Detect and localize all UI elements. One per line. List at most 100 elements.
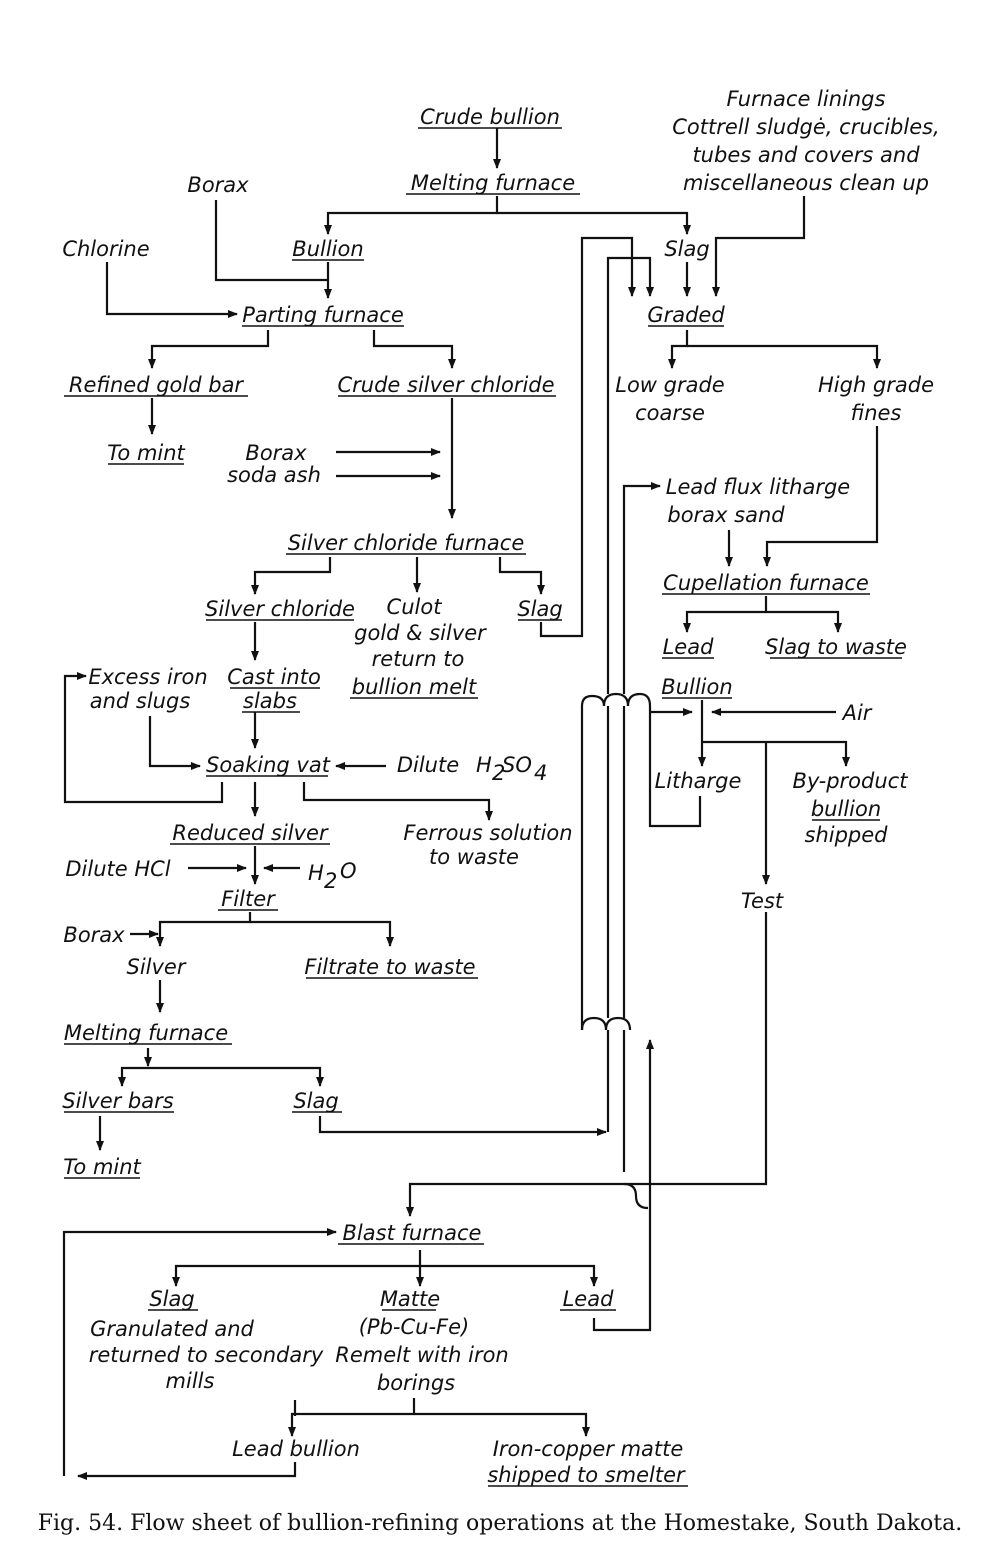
node-lead-blast: Lead <box>563 1287 614 1311</box>
node-h2so4-4: 4 <box>534 761 547 785</box>
node-ferrous-1: Ferrous solution <box>403 821 572 845</box>
node-blast-furnace: Blast furnace <box>343 1221 482 1245</box>
node-slag-blast-3: returned to secondary <box>89 1343 324 1367</box>
node-iron-copper-1: Iron-copper matte <box>493 1437 684 1461</box>
arrow-leadbullion-loop <box>78 1400 297 1476</box>
node-culot-3: return to <box>372 647 465 671</box>
arrow-parting-to-gold <box>148 330 270 369</box>
labels: Crude bullion Melting furnace Furnace li… <box>62 87 939 1487</box>
node-cupel-furnace: Cupellation furnace <box>663 571 869 595</box>
node-soaking-vat: Soaking vat <box>206 753 331 777</box>
node-test: Test <box>741 889 784 913</box>
node-borax-low: Borax <box>63 923 125 947</box>
node-culot-2: gold & silver <box>354 621 487 645</box>
hop-2 <box>602 692 630 707</box>
node-excess-iron-2: and slugs <box>90 689 191 713</box>
node-filtrate: Filtrate to waste <box>304 955 475 979</box>
node-h2so4-h: H <box>476 753 492 777</box>
node-air: Air <box>841 701 873 725</box>
node-borax-soda-2: soda ash <box>227 463 321 487</box>
arrow-blast-split <box>172 1250 422 1287</box>
node-slag-top: Slag <box>664 237 709 261</box>
arrow-cupel-split <box>683 596 768 633</box>
node-refined-gold: Refined gold bar <box>69 373 245 397</box>
arrow-furnace-to-slag <box>498 557 545 595</box>
arrow-slag-return <box>318 1116 607 1136</box>
hop-5 <box>604 1016 632 1031</box>
node-matte-1: Matte <box>380 1287 440 1311</box>
arrow-blast-to-lead <box>420 1264 598 1287</box>
node-silver-chloride: Silver chloride <box>205 597 355 621</box>
node-litharge: Litharge <box>655 769 742 793</box>
loop-lowslag-to-graded <box>606 256 650 1132</box>
bypass-right <box>648 706 702 828</box>
node-parting-furnace: Parting furnace <box>242 303 404 327</box>
node-byproduct-3: shipped <box>805 823 889 847</box>
node-lead-bullion: Lead bullion <box>232 1437 360 1461</box>
node-borax-top: Borax <box>187 173 249 197</box>
node-byproduct-1: By-product <box>793 769 909 793</box>
arrow-borax-to-parting <box>214 200 328 282</box>
connectors <box>62 128 881 1476</box>
node-linings-1: Furnace linings <box>727 87 886 111</box>
hop-6 <box>623 1182 649 1210</box>
node-slag-blast-2: Granulated and <box>90 1317 254 1341</box>
arrow-cupel-to-waste <box>766 610 842 633</box>
figure-caption: Fig. 54. Flow sheet of bullion-refining … <box>38 1511 963 1536</box>
loop-slag-mid-to-graded <box>539 236 636 638</box>
node-slag-mid: Slag <box>517 597 562 621</box>
loop-test-to-blast <box>406 912 768 1217</box>
node-linings-2: Cottrell sludgė, crucibles, <box>672 115 939 139</box>
arrow-matte-split <box>288 1398 416 1437</box>
arrow-furnace-branches <box>251 557 332 595</box>
arrow-graded-to-low <box>668 330 689 369</box>
node-byproduct-2: bullion <box>811 797 881 821</box>
node-lead-flux-2: borax sand <box>667 503 785 527</box>
node-to-mint-top: To mint <box>107 441 185 465</box>
arrow-iron-to-vat <box>148 716 201 770</box>
node-h2so4-2: 2 <box>492 761 505 785</box>
hop-1 <box>580 694 606 707</box>
node-graded: Graded <box>647 303 725 327</box>
arrow-filter-to-filtrate <box>250 920 394 947</box>
node-silver: Silver <box>127 955 187 979</box>
arrow-vat-recycle <box>63 672 224 804</box>
node-matte-2: (Pb-Cu-Fe) <box>359 1315 470 1339</box>
node-dilute-h2so4: Dilute <box>397 753 459 777</box>
node-excess-iron-1: Excess iron <box>88 665 207 689</box>
node-linings-3: tubes and covers and <box>692 143 920 167</box>
node-slabs-2: slabs <box>243 689 297 713</box>
node-linings-4: miscellaneous clean up <box>683 171 929 195</box>
node-high-grade-2: fines <box>851 401 902 425</box>
node-bullion-top: Bullion <box>292 237 363 261</box>
node-h2o-h: H <box>308 861 324 885</box>
node-chlorine: Chlorine <box>62 237 149 261</box>
hop-4 <box>580 1016 608 1031</box>
arrow-matte-to-smelter <box>414 1412 590 1437</box>
node-iron-copper-2: shipped to smelter <box>487 1463 686 1487</box>
arrow-melt-to-bars <box>118 1066 148 1087</box>
node-h2o-o: O <box>340 859 357 883</box>
node-h2so4-so: SO <box>502 753 532 777</box>
node-slabs-1: Cast into <box>227 665 321 689</box>
node-reduced-silver: Reduced silver <box>172 821 329 845</box>
node-to-mint-low: To mint <box>63 1155 141 1179</box>
arrow-bullion-to-byproduct <box>702 740 850 767</box>
arrow-vat-to-ferrous <box>302 782 493 821</box>
node-crude-bullion: Crude bullion <box>420 105 560 129</box>
arrow-high-to-cupel <box>763 426 879 567</box>
node-slag-blast-4: mills <box>166 1369 215 1393</box>
node-agcl-furnace: Silver chloride furnace <box>288 531 525 555</box>
arrow-melting-to-bullion <box>324 196 499 235</box>
node-ferrous-2: to waste <box>429 845 519 869</box>
node-slag-blast-1: Slag <box>149 1287 194 1311</box>
node-lead-cup: Lead <box>663 635 714 659</box>
node-bullion-cup: Bullion <box>661 675 732 699</box>
arrow-linings-to-graded <box>712 196 806 297</box>
arrow-parting-to-agcl <box>372 330 456 369</box>
node-matte-3: Remelt with iron <box>335 1343 509 1367</box>
loop-lead-to-cupel <box>622 486 660 1172</box>
node-low-grade-1: Low grade <box>615 373 724 397</box>
node-borax-soda-1: Borax <box>245 441 307 465</box>
node-filter: Filter <box>221 887 276 911</box>
